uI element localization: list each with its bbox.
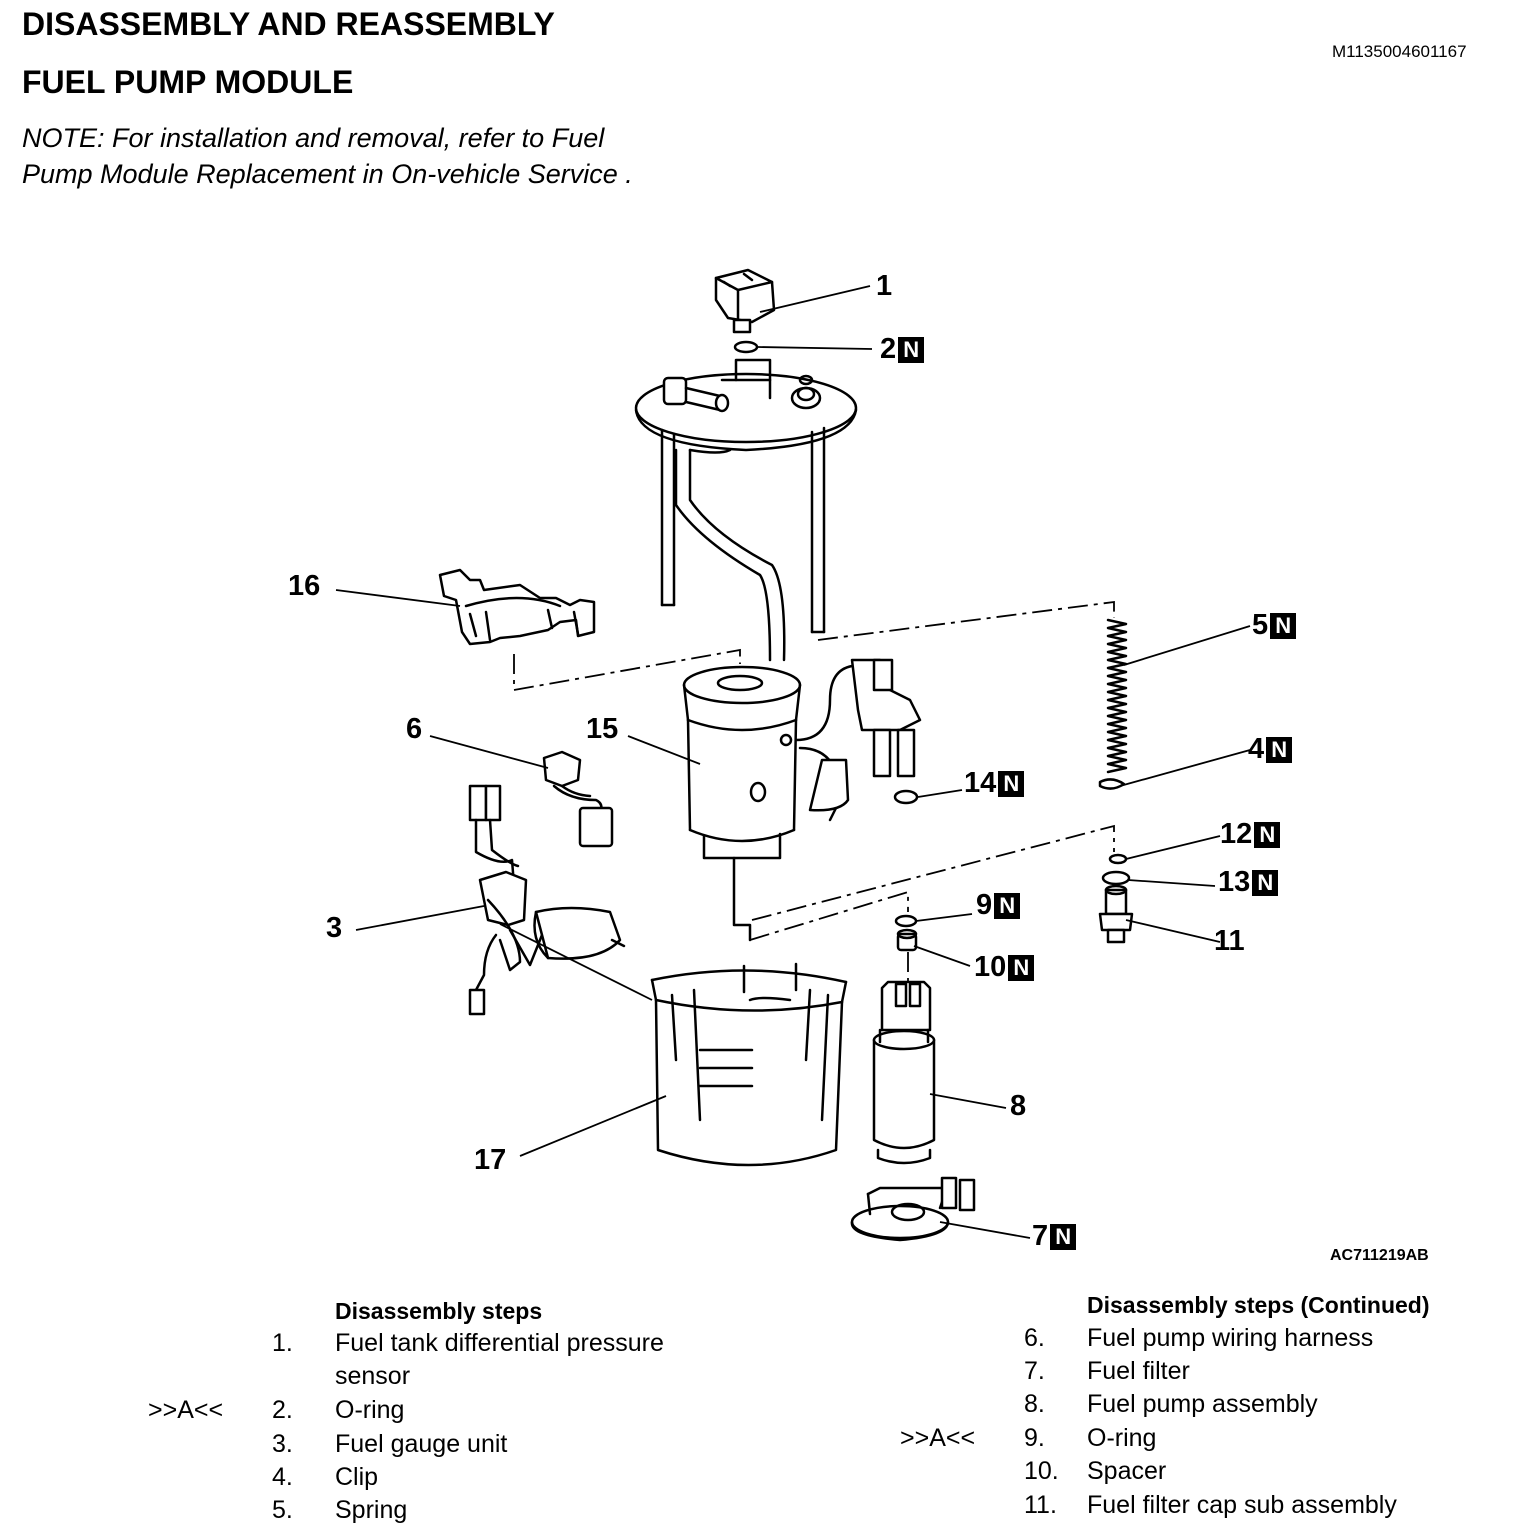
note-line-2: Pump Module Replacement in On-vehicle Se… bbox=[22, 159, 633, 189]
reservoir-cup-part-17 bbox=[650, 962, 848, 1167]
new-part-badge: N bbox=[1252, 869, 1279, 896]
filter-cap-part-11 bbox=[1098, 884, 1134, 944]
o-ring-part-13 bbox=[1101, 870, 1131, 886]
step-number: 4. bbox=[272, 1463, 293, 1491]
step-marker: >>A<< bbox=[900, 1424, 976, 1452]
pressure-sensor-part bbox=[714, 268, 776, 334]
list-item: 10. Spacer bbox=[900, 1457, 1510, 1491]
new-part-badge: N bbox=[1270, 612, 1297, 639]
document-id: M1135004601167 bbox=[1332, 42, 1467, 61]
pump-housing-part-15 bbox=[682, 658, 922, 942]
list-item: >>A<< 9. O-ring bbox=[900, 1424, 1510, 1458]
step-number: 1. bbox=[272, 1329, 293, 1357]
figure-id: AC711219AB bbox=[1330, 1247, 1429, 1264]
new-part-badge: N bbox=[1266, 736, 1293, 763]
wiring-harness-part-6 bbox=[542, 750, 614, 848]
spring-part-5 bbox=[1106, 618, 1128, 774]
steps-left-title: Disassembly steps bbox=[335, 1298, 543, 1324]
new-part-badge: N bbox=[994, 892, 1021, 919]
o-ring-part-9 bbox=[894, 914, 918, 928]
list-item: >>A<< 2. O-ring bbox=[148, 1396, 748, 1430]
step-label: Fuel gauge unit bbox=[335, 1430, 508, 1458]
clip-part-4 bbox=[1098, 778, 1126, 790]
step-label: O-ring bbox=[1087, 1424, 1157, 1452]
o-ring-part-12 bbox=[1108, 853, 1128, 865]
flange-part bbox=[634, 358, 858, 662]
step-number: 7. bbox=[1024, 1357, 1045, 1385]
callout-8: 8 bbox=[1010, 1090, 1027, 1122]
callout-6: 6 bbox=[406, 713, 423, 745]
note: NOTE: For installation and removal, refe… bbox=[22, 120, 633, 192]
o-ring-part-2 bbox=[733, 340, 759, 354]
new-part-badge: N bbox=[1008, 954, 1035, 981]
step-label: Fuel tank differential pressure bbox=[335, 1329, 664, 1357]
step-label: Fuel pump wiring harness bbox=[1087, 1324, 1374, 1352]
step-marker: >>A<< bbox=[148, 1396, 224, 1424]
new-part-badge: N bbox=[898, 336, 925, 363]
list-item: 8. Fuel pump assembly bbox=[900, 1390, 1510, 1424]
step-number: 9. bbox=[1024, 1424, 1045, 1452]
step-number: 2. bbox=[272, 1396, 293, 1424]
callout-17: 17 bbox=[474, 1144, 507, 1176]
list-item-continued: sensor bbox=[148, 1362, 748, 1396]
new-part-badge: N bbox=[998, 770, 1025, 797]
list-item: 7. Fuel filter bbox=[900, 1357, 1510, 1391]
step-number: 11. bbox=[1024, 1491, 1057, 1519]
new-part-badge: N bbox=[1254, 821, 1281, 848]
step-number: 5. bbox=[272, 1496, 293, 1524]
list-item: 11. Fuel filter cap sub assembly bbox=[900, 1491, 1510, 1525]
callout-11: 11 bbox=[1214, 925, 1245, 957]
step-label: Spacer bbox=[1087, 1457, 1167, 1485]
step-label: Clip bbox=[335, 1463, 379, 1491]
list-item: 3. Fuel gauge unit bbox=[148, 1430, 748, 1464]
page-subtitle: FUEL PUMP MODULE bbox=[22, 64, 354, 100]
fuel-pump-part-8 bbox=[872, 980, 936, 1165]
o-ring-part-14 bbox=[893, 789, 919, 805]
step-label-continued: sensor bbox=[335, 1362, 411, 1390]
callout-3: 3 bbox=[326, 912, 343, 944]
callout-1: 1 bbox=[876, 270, 893, 302]
step-label: O-ring bbox=[335, 1396, 405, 1424]
page-title: DISASSEMBLY AND REASSEMBLY bbox=[22, 6, 555, 42]
step-number: 10. bbox=[1024, 1457, 1059, 1485]
list-item: 1. Fuel tank differential pressure bbox=[148, 1329, 748, 1363]
step-number: 8. bbox=[1024, 1390, 1045, 1418]
callout-16: 16 bbox=[288, 570, 321, 602]
list-item: 6. Fuel pump wiring harness bbox=[900, 1324, 1510, 1358]
callout-15: 15 bbox=[586, 713, 619, 745]
step-label: Fuel pump assembly bbox=[1087, 1390, 1318, 1418]
step-label: Fuel filter bbox=[1087, 1357, 1190, 1385]
step-number: 3. bbox=[272, 1430, 293, 1458]
step-number: 6. bbox=[1024, 1324, 1045, 1352]
step-label: Spring bbox=[335, 1496, 408, 1524]
new-part-badge: N bbox=[1050, 1223, 1077, 1250]
fuel-gauge-part-3 bbox=[468, 784, 626, 1016]
bracket-part-16 bbox=[438, 568, 596, 646]
spacer-part-10 bbox=[896, 928, 918, 952]
step-label: Fuel filter cap sub assembly bbox=[1087, 1491, 1397, 1519]
list-item: 5. Spring bbox=[148, 1496, 748, 1530]
note-line-1: NOTE: For installation and removal, refe… bbox=[22, 123, 605, 153]
list-item: 4. Clip bbox=[148, 1463, 748, 1497]
steps-right-title: Disassembly steps (Continued) bbox=[1087, 1292, 1430, 1318]
fuel-filter-part-7 bbox=[850, 1176, 976, 1242]
